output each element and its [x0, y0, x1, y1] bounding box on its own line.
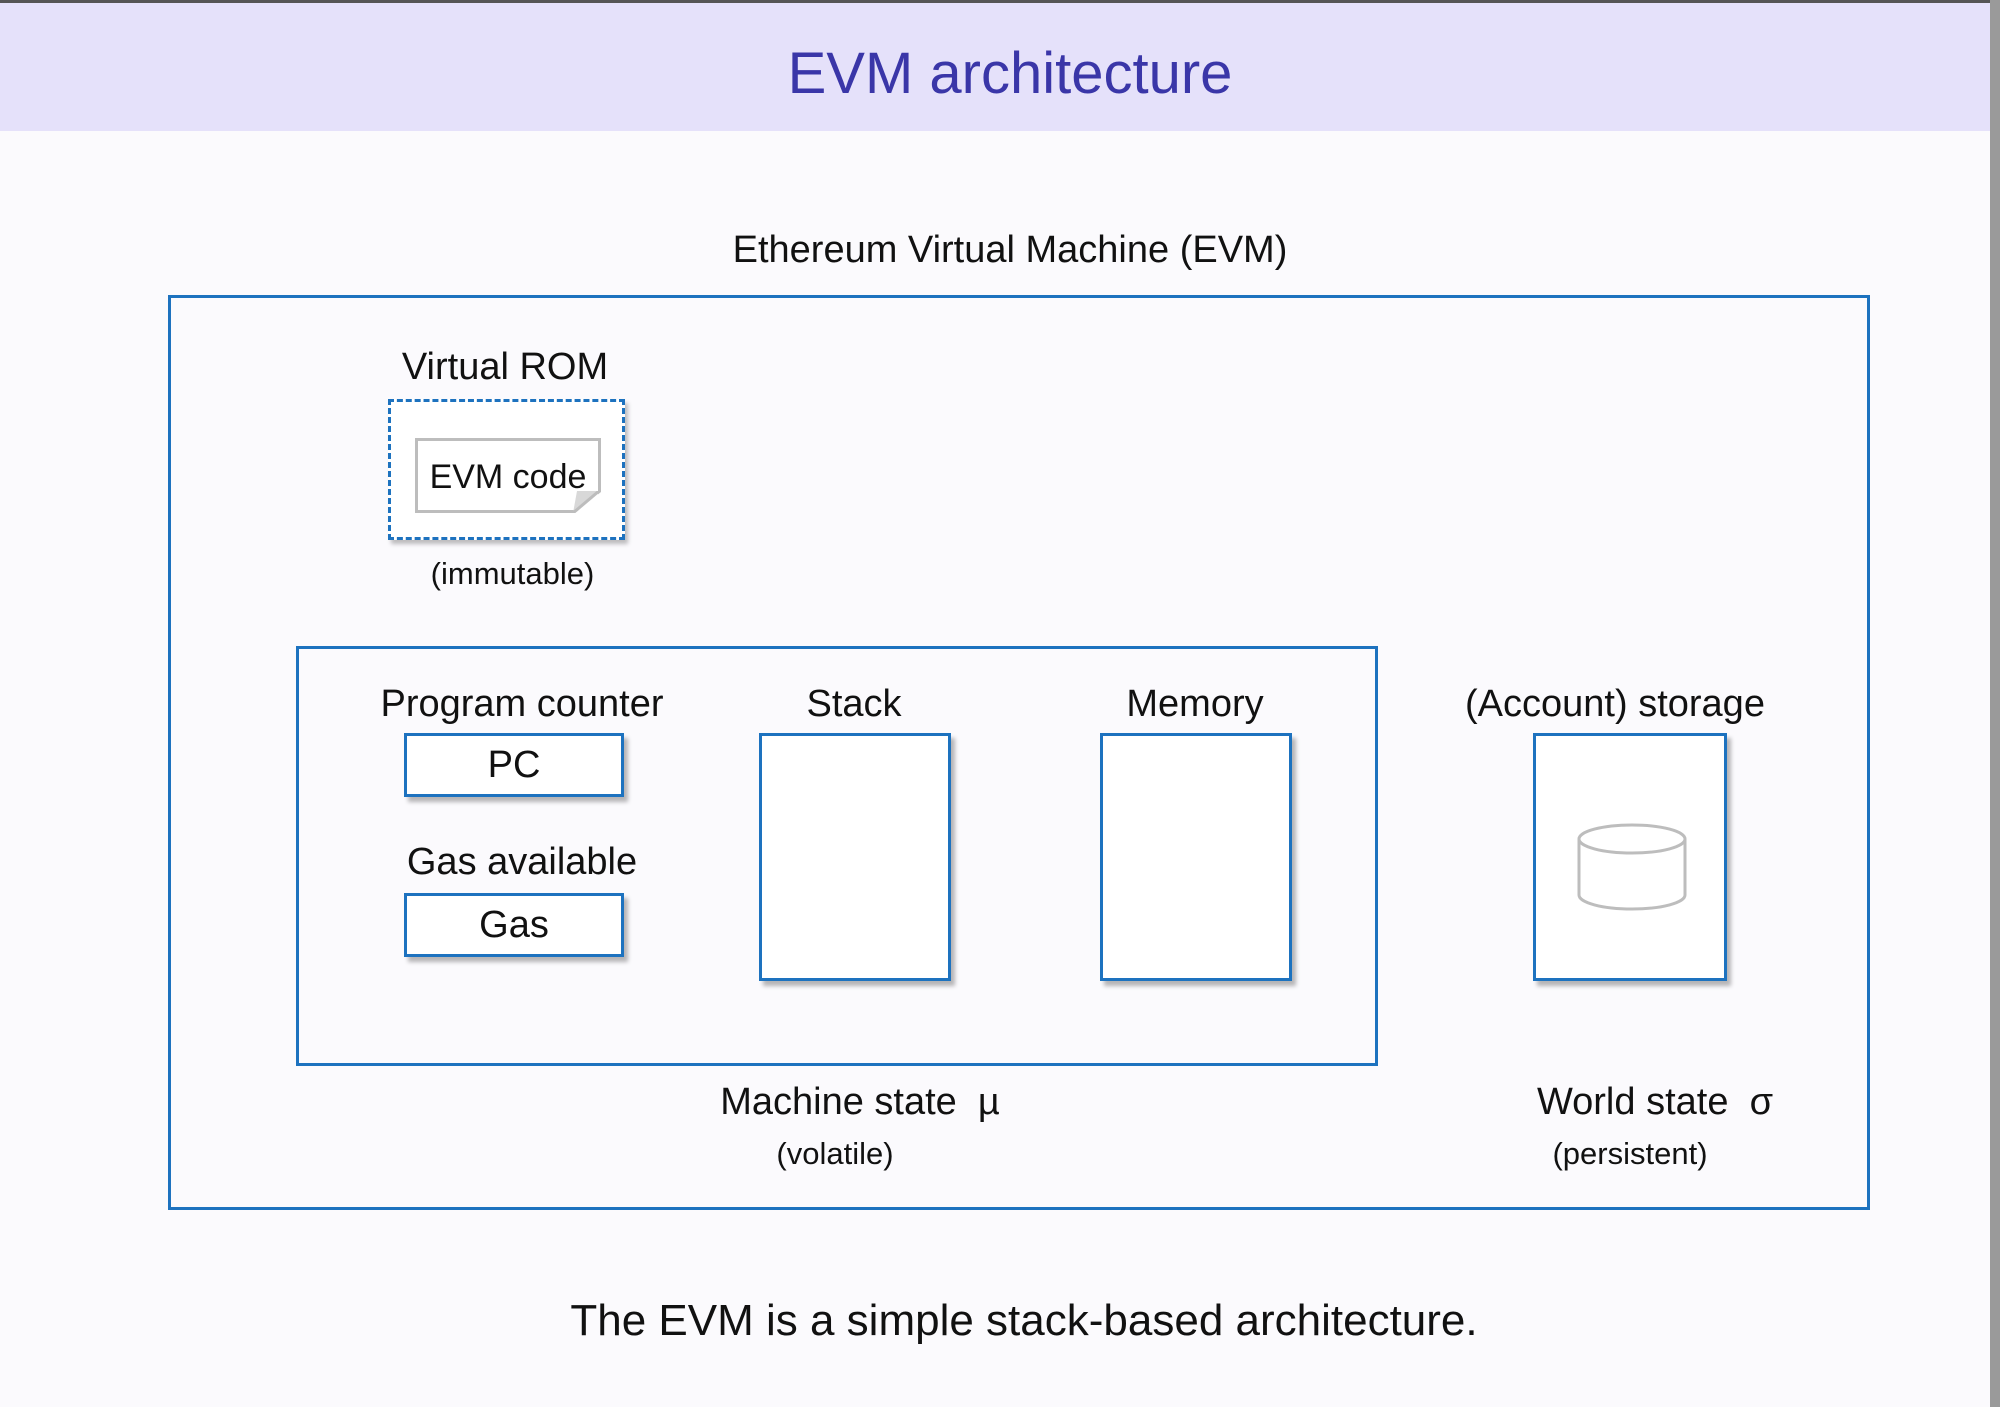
evm-code-label: EVM code: [429, 458, 587, 496]
memory-box: [1100, 733, 1292, 981]
page-title: EVM architecture: [787, 41, 1233, 106]
document-fold-icon: [573, 491, 599, 513]
gas-available-label: Gas available: [406, 841, 638, 883]
memory-label: Memory: [1126, 683, 1264, 725]
volatile-note: (volatile): [776, 1136, 894, 1171]
immutable-note: (immutable): [430, 556, 595, 591]
caption: The EVM is a simple stack-based architec…: [570, 1296, 1478, 1345]
stack-label: Stack: [806, 683, 902, 725]
title-bar: [0, 3, 1990, 131]
document-icon: [415, 438, 601, 513]
pc-register: PC: [404, 733, 624, 797]
persistent-note: (persistent): [1552, 1136, 1708, 1171]
machine-state-box: [296, 646, 1378, 1066]
stack-box: [759, 733, 951, 981]
program-counter-label: Program counter: [380, 683, 664, 725]
storage-box: [1533, 733, 1727, 981]
account-storage-label: (Account) storage: [1465, 683, 1765, 725]
world-state-label: World state σ: [1536, 1081, 1774, 1123]
gas-register: Gas: [404, 893, 624, 957]
evm-label: Ethereum Virtual Machine (EVM): [732, 229, 1288, 271]
database-icon: [1577, 823, 1687, 911]
virtual-rom-label: Virtual ROM: [401, 346, 609, 388]
evm-box: [168, 295, 1870, 1210]
virtual-rom-box: EVM code: [388, 399, 625, 540]
machine-state-label: Machine state µ: [720, 1081, 1000, 1123]
